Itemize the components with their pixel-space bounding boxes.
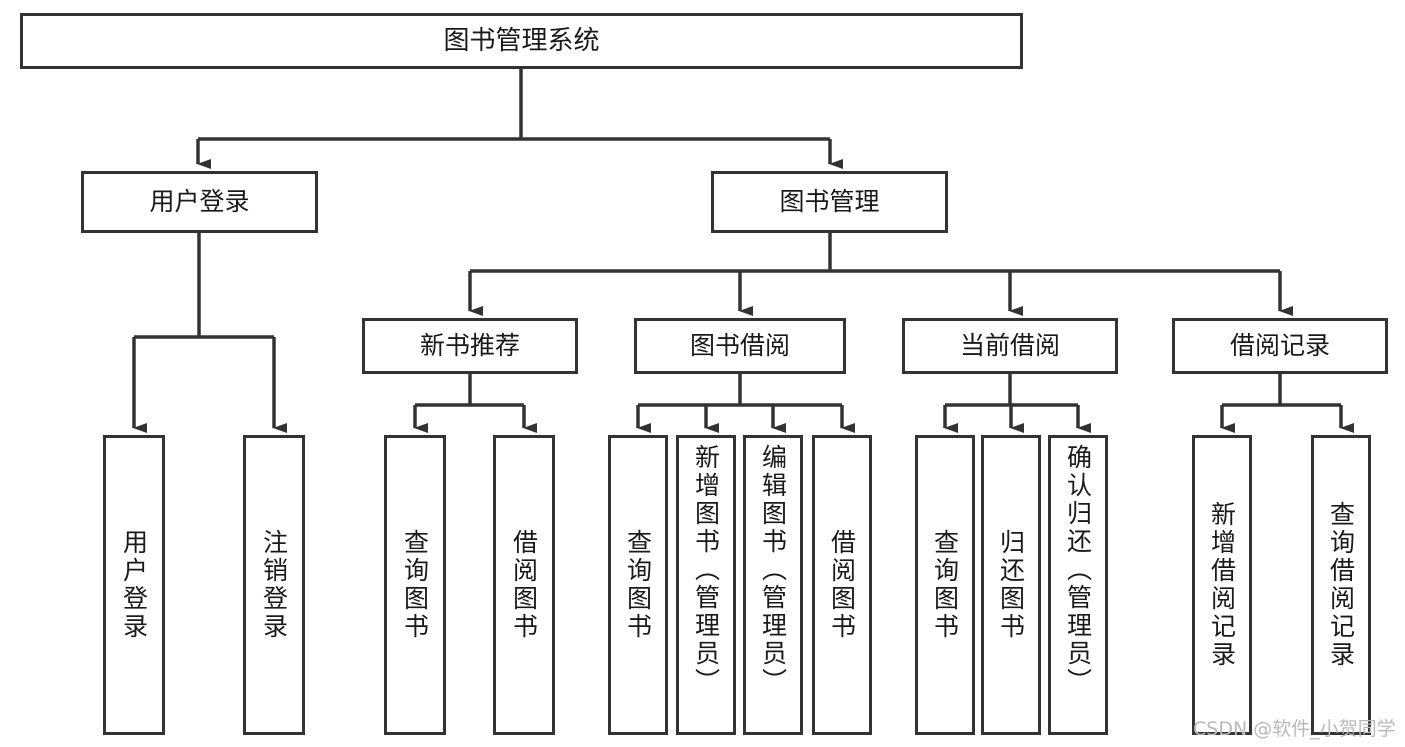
- leaf-user-logout[interactable]: 注销登录: [243, 435, 305, 735]
- leaf-add-borrow-record[interactable]: 新增借阅记录: [1192, 435, 1252, 735]
- leaf-query-book-current[interactable]: 查询图书: [915, 435, 975, 735]
- node-root-label: 图书管理系统: [443, 25, 600, 56]
- leaf-add-borrow-record-label: 新增借阅记录: [1207, 501, 1237, 669]
- leaf-borrow-book-borrow[interactable]: 借阅图书: [812, 435, 872, 735]
- node-borrow-record-label: 借阅记录: [1229, 331, 1330, 361]
- leaf-query-borrow-record[interactable]: 查询借阅记录: [1311, 435, 1371, 735]
- node-user-login-label: 用户登录: [149, 187, 250, 217]
- leaf-query-book-borrow-label: 查询图书: [623, 529, 653, 641]
- leaf-borrow-book-recommend[interactable]: 借阅图书: [493, 435, 555, 735]
- leaf-edit-book-label: 编辑图书（管理员）: [758, 444, 788, 696]
- node-book-borrow-label: 图书借阅: [689, 331, 790, 361]
- leaf-query-book-recommend-label: 查询图书: [400, 529, 430, 641]
- leaf-query-book-recommend[interactable]: 查询图书: [384, 435, 446, 735]
- node-current-borrow-label: 当前借阅: [959, 331, 1060, 361]
- leaf-confirm-return[interactable]: 确认归还（管理员）: [1048, 435, 1108, 735]
- node-book-management[interactable]: 图书管理: [711, 171, 948, 233]
- node-user-login[interactable]: 用户登录: [81, 171, 318, 233]
- leaf-return-book-label: 归还图书: [996, 529, 1026, 641]
- leaf-borrow-book-recommend-label: 借阅图书: [509, 529, 539, 641]
- node-root[interactable]: 图书管理系统: [20, 13, 1023, 69]
- leaf-return-book[interactable]: 归还图书: [981, 435, 1041, 735]
- node-new-book-recommend-label: 新书推荐: [419, 331, 520, 361]
- node-book-borrow[interactable]: 图书借阅: [634, 318, 846, 374]
- leaf-borrow-book-borrow-label: 借阅图书: [827, 529, 857, 641]
- leaf-confirm-return-label: 确认归还（管理员）: [1063, 444, 1093, 696]
- leaf-add-book[interactable]: 新增图书（管理员）: [676, 435, 736, 735]
- leaf-edit-book[interactable]: 编辑图书（管理员）: [743, 435, 803, 735]
- node-borrow-record[interactable]: 借阅记录: [1172, 318, 1388, 374]
- watermark: CSDN @软件_小贺同学: [1193, 718, 1396, 740]
- node-current-borrow[interactable]: 当前借阅: [902, 318, 1118, 374]
- leaf-query-borrow-record-label: 查询借阅记录: [1326, 501, 1356, 669]
- node-new-book-recommend[interactable]: 新书推荐: [362, 318, 578, 374]
- leaf-user-login[interactable]: 用户登录: [103, 435, 165, 735]
- leaf-query-book-current-label: 查询图书: [930, 529, 960, 641]
- leaf-user-login-label: 用户登录: [119, 529, 149, 641]
- leaf-query-book-borrow[interactable]: 查询图书: [608, 435, 668, 735]
- leaf-user-logout-label: 注销登录: [259, 529, 289, 641]
- leaf-add-book-label: 新增图书（管理员）: [691, 444, 721, 696]
- node-book-management-label: 图书管理: [779, 187, 880, 217]
